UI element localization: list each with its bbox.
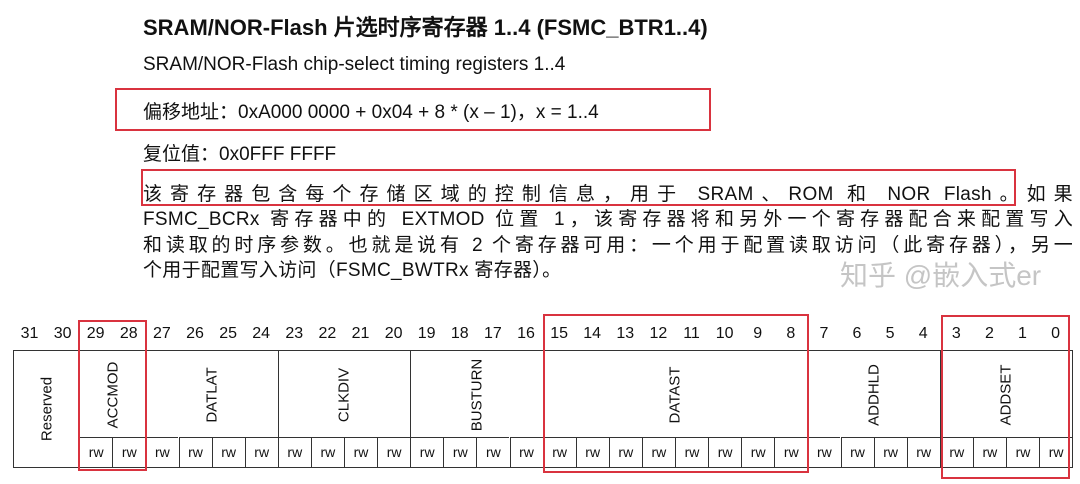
field-name: ADDHLD <box>865 364 883 426</box>
bit-number: 1 <box>1018 325 1027 342</box>
access-cell: rw <box>641 437 675 468</box>
bit-number: 29 <box>86 325 105 342</box>
description-line: 个用于配置写入访问（FSMC_BWTRx 寄存器）。 <box>143 260 562 281</box>
bit-number: 26 <box>186 325 204 342</box>
bit-number: 7 <box>819 325 829 342</box>
access-cell: rw <box>310 437 344 468</box>
access-cell: rw <box>211 437 245 468</box>
bit-number: 10 <box>715 325 734 342</box>
highlight-description <box>141 169 1016 206</box>
page-title: SRAM/NOR-Flash 片选时序寄存器 1..4 (FSMC_BTR1..… <box>143 15 708 40</box>
bit-number: 17 <box>483 325 502 342</box>
access-cell: rw <box>410 437 444 468</box>
field-name: BUSTURN <box>468 358 486 432</box>
access-cell: rw <box>112 437 146 468</box>
bit-number: 23 <box>285 325 304 342</box>
access-cell: rw <box>939 437 973 468</box>
field-clkdiv: CLKDIV <box>277 350 411 468</box>
access-cell: rw <box>344 437 377 468</box>
bit-number: 30 <box>53 325 72 342</box>
bit-number: 5 <box>885 325 895 342</box>
bit-number: 8 <box>786 325 796 342</box>
offset-address: 偏移地址：0xA000 0000 + 0x04 + 8 * (x – 1)，x … <box>143 102 599 123</box>
access-cell: rw <box>807 437 841 468</box>
bit-number: 6 <box>852 325 862 342</box>
bit-number: 15 <box>550 325 568 342</box>
watermark: 知乎 @嵌入式er <box>840 260 1042 291</box>
access-cell: rw <box>774 437 808 468</box>
bit-number: 24 <box>252 325 271 342</box>
access-cell: rw <box>244 437 278 468</box>
bit-number: 0 <box>1051 325 1061 342</box>
access-cell: rw <box>377 437 411 468</box>
field-busturn: BUSTURN <box>410 350 543 468</box>
field-name: Reserved <box>38 376 56 442</box>
access-cell: rw <box>608 437 642 468</box>
bit-number: 25 <box>219 325 237 342</box>
highlight-addset <box>941 315 1070 479</box>
bit-number: 9 <box>753 325 763 342</box>
bit-number: 16 <box>517 325 535 342</box>
access-cell: rw <box>509 437 543 468</box>
access-cell: rw <box>906 437 940 468</box>
highlight-accmod <box>78 320 147 471</box>
bit-number: 31 <box>20 325 39 342</box>
access-cell: rw <box>840 437 874 468</box>
bit-number: 14 <box>583 325 602 342</box>
bit-number: 28 <box>119 325 138 342</box>
access-cell: rw <box>708 437 742 468</box>
field-reserved: Reserved <box>13 350 80 468</box>
highlight-offset <box>115 88 711 131</box>
access-cell: rw <box>277 437 311 468</box>
access-cell: rw <box>476 437 510 468</box>
access-cell: rw <box>443 437 477 468</box>
bit-number: 4 <box>918 325 928 342</box>
bit-number: 18 <box>450 325 469 342</box>
bit-number: 3 <box>951 325 961 342</box>
access-cell: rw <box>741 437 775 468</box>
bit-number: 20 <box>384 325 403 342</box>
access-cell: rw <box>675 437 708 468</box>
field-name: DATLAT <box>203 367 221 423</box>
highlight-datast <box>543 314 809 473</box>
access-cell: rw <box>575 437 609 468</box>
reset-value: 复位值：0x0FFF FFFF <box>143 144 337 165</box>
bit-number: 27 <box>152 325 171 342</box>
access-cell: rw <box>145 437 179 468</box>
description-line: FSMC_BCRx 寄存器中的 EXTMOD 位置 1，该寄存器将和另外一个寄存… <box>143 209 1073 230</box>
register-subtitle: SRAM/NOR-Flash chip-select timing regist… <box>143 54 566 75</box>
description-line: 该寄存器包含每个存储区域的控制信息，用于 SRAM、ROM 和 NOR Flas… <box>143 184 1073 205</box>
description-line: 和读取的时序参数。也就是说有 2 个寄存器可用：一个用于配置读取访问（此寄存器）… <box>143 235 1073 256</box>
bit-number: 19 <box>417 325 436 342</box>
access-cell: rw <box>873 437 907 468</box>
access-cell: rw <box>178 437 212 468</box>
bit-number: 22 <box>318 325 337 342</box>
bit-number: 21 <box>351 325 370 342</box>
access-cell: rw <box>1006 437 1039 468</box>
bit-number: 12 <box>649 325 668 342</box>
field-name: CLKDIV <box>335 367 353 423</box>
bit-number: 2 <box>984 325 994 342</box>
access-cell: rw <box>1039 437 1073 468</box>
bit-number: 11 <box>683 325 700 342</box>
access-cell: rw <box>972 437 1006 468</box>
bit-number: 13 <box>616 325 635 342</box>
